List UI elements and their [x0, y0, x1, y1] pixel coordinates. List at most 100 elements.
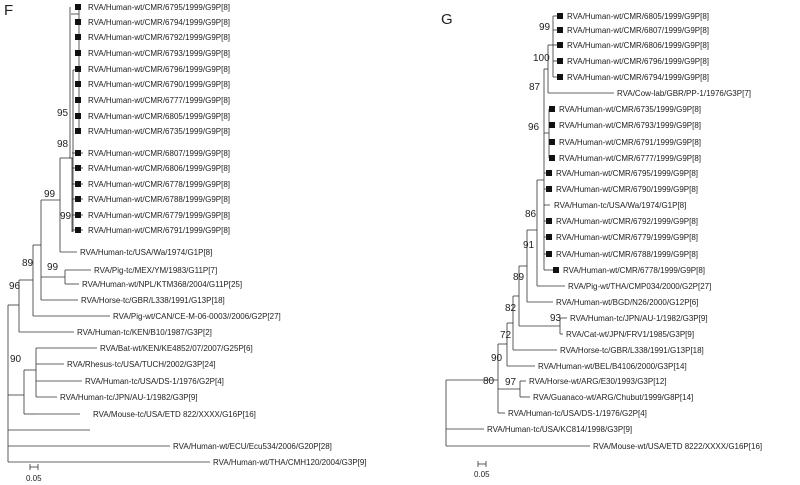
taxon-label: RVA/Human-wt/CMR/6788/1999/G9P[8]: [88, 195, 230, 204]
bootstrap-value: 91: [523, 240, 535, 251]
taxon-label: RVA/Human-wt/CMR/6795/1999/G9P[8]: [88, 3, 230, 12]
taxon-label: RVA/Human-wt/CMR/6777/1999/G9P[8]: [559, 154, 701, 163]
panel-f: F: [4, 2, 367, 483]
panel-f-scale-bar: 0.05: [26, 464, 42, 483]
taxon-marker: [546, 251, 552, 257]
panel-g-bootstraps: 99 100 87 96 86 91 89 82 93 72 90 80 97: [483, 22, 562, 388]
taxon-marker: [557, 74, 563, 80]
taxon-label: RVA/Cat-wt/JPN/FRV1/1985/G3P[9]: [566, 330, 694, 339]
taxon-label: RVA/Human-tc/USA/DS-1/1976/G2P[4]: [85, 377, 224, 386]
taxon-marker: [75, 97, 81, 103]
bootstrap-value: 96: [528, 122, 540, 133]
panel-g-branches: [445, 15, 614, 447]
bootstrap-value: 96: [9, 281, 21, 292]
panel-f-taxa: RVA/Human-wt/CMR/6795/1999/G9P[8] RVA/Hu…: [60, 3, 367, 467]
taxon-label: RVA/Human-wt/CMR/6796/1999/G9P[8]: [88, 65, 230, 74]
taxon-label: RVA/Human-wt/CMR/6806/1999/G9P[8]: [567, 41, 709, 50]
taxon-label: RVA/Bat-wt/KEN/KE4852/07/2007/G25P[6]: [100, 344, 253, 353]
taxon-label: RVA/Human-wt/CMR/6777/1999/G9P[8]: [88, 96, 230, 105]
taxon-label: RVA/Human-tc/JPN/AU-1/1982/G3P[9]: [60, 393, 198, 402]
taxon-label: RVA/Human-wt/CMR/6792/1999/G9P[8]: [88, 33, 230, 42]
taxon-label: RVA/Human-wt/CMR/6790/1999/G9P[8]: [88, 80, 230, 89]
taxon-label: RVA/Human-tc/USA/DS-1/1976/G2P[4]: [508, 409, 647, 418]
taxon-label: RVA/Human-wt/BEL/B4106/2000/G3P[14]: [538, 362, 687, 371]
taxon-marker: [546, 186, 552, 192]
panel-g: G: [441, 11, 762, 479]
taxon-marker: [549, 139, 555, 145]
panel-g-letter: G: [441, 11, 453, 28]
taxon-label: RVA/Human-wt/NPL/KTM368/2004/G11P[25]: [82, 280, 242, 289]
taxon-label: RVA/Cow-lab/GBR/PP-1/1976/G3P[7]: [617, 89, 751, 98]
taxon-label: RVA/Horse-tc/GBR/L338/1991/G13P[18]: [560, 346, 704, 355]
bootstrap-value: 97: [505, 377, 517, 388]
panel-g-scale-bar: 0.05: [474, 461, 490, 479]
taxon-label: RVA/Human-wt/CMR/6791/1999/G9P[8]: [559, 138, 701, 147]
taxon-marker: [546, 218, 552, 224]
bootstrap-value: 99: [47, 262, 59, 273]
taxon-label: RVA/Pig-tc/MEX/YM/1983/G11P[7]: [94, 266, 217, 275]
taxon-marker: [557, 13, 563, 19]
taxon-label: RVA/Human-wt/CMR/6805/1999/G9P[8]: [567, 12, 709, 21]
taxon-marker: [546, 170, 552, 176]
bootstrap-value: 89: [513, 272, 525, 283]
taxon-marker: [549, 106, 555, 112]
taxon-label: RVA/Human-wt/CMR/6795/1999/G9P[8]: [556, 169, 698, 178]
taxon-label: RVA/Human-wt/BGD/N26/2000/G12P[6]: [556, 298, 698, 307]
taxon-marker: [75, 50, 81, 56]
taxon-marker: [75, 4, 81, 10]
taxon-marker: [75, 196, 81, 202]
bootstrap-value: 99: [60, 211, 72, 222]
taxon-label: RVA/Mouse-tc/USA/ETD 822/XXXX/G16P[16]: [93, 410, 256, 419]
taxon-label: RVA/Human-tc/USA/Wa/1974/G1P[8]: [554, 201, 686, 210]
taxon-label: RVA/Human-wt/CMR/6796/1999/G9P[8]: [567, 57, 709, 66]
taxon-label: RVA/Horse-tc/GBR/L338/1991/G13P[18]: [81, 296, 225, 305]
taxon-label: RVA/Human-wt/CMR/6735/1999/G9P[8]: [88, 127, 230, 136]
bootstrap-value: 99: [539, 22, 551, 33]
taxon-marker: [75, 165, 81, 171]
taxon-marker: [75, 19, 81, 25]
taxon-label: RVA/Human-tc/USA/Wa/1974/G1P[8]: [80, 248, 212, 257]
scale-label: 0.05: [474, 470, 490, 479]
bootstrap-value: 80: [483, 376, 495, 387]
taxon-label: RVA/Human-wt/CMR/6788/1999/G9P[8]: [556, 250, 698, 259]
taxon-label: RVA/Human-wt/CMR/6807/1999/G9P[8]: [88, 149, 230, 158]
taxon-label: RVA/Human-wt/CMR/6807/1999/G9P[8]: [567, 26, 709, 35]
taxon-label: RVA/Human-wt/CMR/6793/1999/G9P[8]: [559, 121, 701, 130]
taxon-marker: [549, 122, 555, 128]
taxon-label: RVA/Human-wt/ECU/Ecu534/2006/G20P[28]: [173, 442, 332, 451]
bootstrap-value: 90: [491, 353, 503, 364]
bootstrap-value: 87: [529, 82, 541, 93]
taxon-marker: [557, 58, 563, 64]
taxon-marker: [75, 150, 81, 156]
taxon-marker: [75, 212, 81, 218]
taxon-marker: [75, 66, 81, 72]
panel-g-taxa: RVA/Human-wt/CMR/6805/1999/G9P[8] RVA/Hu…: [487, 12, 762, 451]
taxon-label: RVA/Human-wt/CMR/6791/1999/G9P[8]: [88, 226, 230, 235]
taxon-marker: [75, 81, 81, 87]
taxon-label: RVA/Horse-wt/ARG/E30/1993/G3P[12]: [529, 377, 667, 386]
bootstrap-value: 82: [505, 303, 517, 314]
taxon-label: RVA/Human-tc/USA/KC814/1998/G3P[9]: [487, 425, 632, 434]
taxon-marker: [557, 42, 563, 48]
bootstrap-value: 98: [57, 139, 69, 150]
taxon-label: RVA/Guanaco-wt/ARG/Chubut/1999/G8P[14]: [533, 393, 693, 402]
taxon-label: RVA/Human-wt/CMR/6778/1999/G9P[8]: [88, 180, 230, 189]
taxon-marker: [75, 227, 81, 233]
taxon-marker: [75, 113, 81, 119]
taxon-label: RVA/Human-wt/CMR/6735/1999/G9P[8]: [559, 105, 701, 114]
taxon-label: RVA/Pig-wt/THA/CMP034/2000/G2P[27]: [568, 282, 711, 291]
taxon-label: RVA/Human-wt/CMR/6779/1999/G9P[8]: [556, 233, 698, 242]
taxon-label: RVA/Human-wt/CMR/6793/1999/G9P[8]: [88, 49, 230, 58]
taxon-label: RVA/Pig-wt/CAN/CE-M-06-0003//2006/G2P[27…: [113, 312, 281, 321]
taxon-label: RVA/Human-tc/JPN/AU-1/1982/G3P[9]: [570, 314, 708, 323]
taxon-marker: [75, 181, 81, 187]
bootstrap-value: 99: [44, 189, 56, 200]
bootstrap-value: 72: [500, 330, 512, 341]
taxon-marker: [557, 27, 563, 33]
scale-label: 0.05: [26, 474, 42, 483]
taxon-label: RVA/Human-wt/CMR/6806/1999/G9P[8]: [88, 164, 230, 173]
taxon-marker: [546, 234, 552, 240]
taxon-marker: [553, 267, 559, 273]
taxon-label: RVA/Human-wt/CMR/6794/1999/G9P[8]: [88, 18, 230, 27]
